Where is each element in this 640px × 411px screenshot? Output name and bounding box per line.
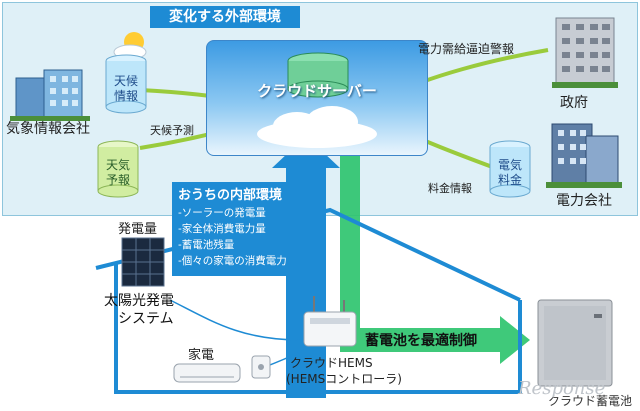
internal-item: -蓄電池残量 bbox=[178, 239, 235, 251]
weather-forecast-line2: 予報 bbox=[105, 173, 130, 187]
weather-forecast-line1: 天気 bbox=[105, 158, 130, 172]
battery-label: クラウド蓄電池 bbox=[548, 394, 633, 408]
solar-system-line2: システム bbox=[118, 311, 174, 327]
power-company-building-icon bbox=[546, 123, 622, 188]
weather-forecast-label: 天候予測 bbox=[150, 124, 194, 137]
cloud-database-icon bbox=[287, 52, 349, 98]
solar-system-line1: 太陽光発電 bbox=[104, 293, 174, 309]
weather-info-text: 天候 情報 bbox=[106, 74, 146, 104]
internal-item: -ソーラーの発電量 bbox=[178, 207, 266, 219]
internal-item: -家全体消費電力量 bbox=[178, 223, 266, 235]
weather-forecast-database-icon bbox=[97, 140, 139, 198]
air-conditioner-icon bbox=[173, 363, 241, 383]
watermark: Response bbox=[518, 378, 606, 399]
government-building-icon bbox=[552, 17, 618, 88]
battery-storage-icon bbox=[537, 299, 613, 387]
cloud-server-label: クラウドサーバー bbox=[257, 82, 377, 100]
weather-info-database-icon bbox=[105, 54, 147, 114]
weather-company-building-icon bbox=[10, 69, 90, 121]
appliance-label: 家電 bbox=[188, 348, 215, 363]
weather-company-name: 気象情報会社 bbox=[6, 121, 90, 137]
smart-plug-icon bbox=[251, 355, 271, 379]
solar-panel-icon bbox=[121, 237, 165, 287]
electricity-rate-database-icon bbox=[489, 140, 531, 198]
internal-item: -個々の家電の消費電力 bbox=[178, 255, 287, 267]
power-alert-label: 電力需給逼迫警報 bbox=[418, 42, 515, 56]
external-environment-title: 変化する外部環境 bbox=[150, 6, 300, 28]
solar-generation-label: 発電量 bbox=[118, 222, 158, 237]
battery-optimize-label: 蓄電池を最適制御 bbox=[365, 333, 477, 349]
hems-controller-icon bbox=[303, 296, 357, 347]
power-company-name: 電力会社 bbox=[556, 193, 612, 209]
electricity-rate-line2: 料金 bbox=[497, 173, 522, 187]
weather-info-line2: 情報 bbox=[113, 89, 138, 103]
rate-info-label: 料金情報 bbox=[428, 182, 472, 195]
weather-forecast-text: 天気 予報 bbox=[98, 158, 138, 188]
electricity-rate-text: 電気 料金 bbox=[490, 158, 530, 188]
arrow-solar-to-hems bbox=[169, 299, 301, 341]
weather-info-line1: 天候 bbox=[113, 74, 138, 88]
cloud-icon bbox=[257, 106, 377, 148]
hems-label-line2: (HEMSコントローラ) bbox=[286, 372, 402, 386]
government-name: 政府 bbox=[560, 95, 588, 111]
internal-environment-panel: おうちの内部環境 -ソーラーの発電量 -家全体消費電力量 -蓄電池残量 -個々の… bbox=[172, 182, 326, 276]
hems-label-line1: クラウドHEMS bbox=[290, 356, 373, 370]
internal-environment-title: おうちの内部環境 bbox=[178, 188, 283, 203]
electricity-rate-line1: 電気 bbox=[497, 158, 522, 172]
arrow-control-battery bbox=[340, 150, 530, 364]
